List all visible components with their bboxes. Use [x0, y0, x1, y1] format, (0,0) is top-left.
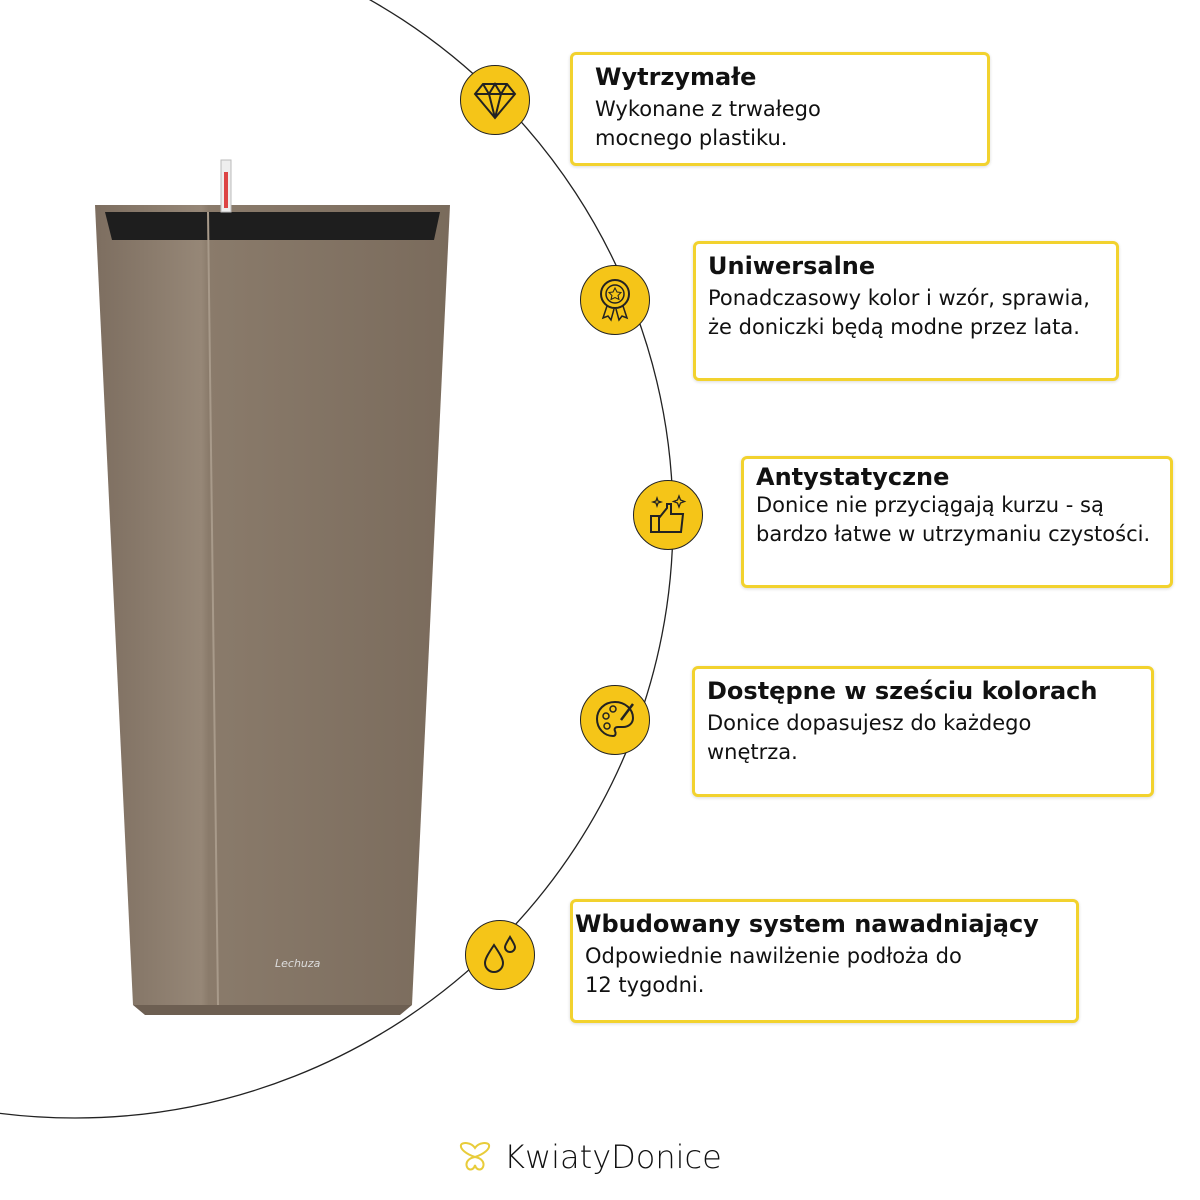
- feature-title: Antystatyczne: [756, 463, 950, 491]
- brand-name: KwiatyDonice: [504, 1138, 722, 1176]
- feature-title: Uniwersalne: [708, 252, 876, 280]
- butterfly-logo-icon: [459, 1142, 491, 1171]
- diamond-icon: [460, 65, 530, 135]
- feature-text: Ponadczasowy kolor i wzór, sprawia, że d…: [708, 286, 1090, 339]
- feature-card-durable: Wytrzymałe Wykonane z trwałego mocnego p…: [570, 52, 990, 166]
- feature-text: Wykonane z trwałego mocnego plastiku.: [595, 97, 821, 150]
- feature-text: Odpowiednie nawilżenie podłoża do 12 tyg…: [585, 944, 962, 997]
- feature-title: Wytrzymałe: [595, 63, 757, 91]
- planter-image: Lechuza: [95, 159, 450, 1015]
- svg-text:Lechuza: Lechuza: [275, 957, 321, 970]
- feature-card-antistatic: Antystatyczne Donice nie przyciągają kur…: [741, 456, 1173, 588]
- water-drops-icon: [465, 920, 535, 990]
- feature-card-universal: Uniwersalne Ponadczasowy kolor i wzór, s…: [693, 241, 1119, 381]
- feature-title: Dostępne w sześciu kolorach: [707, 677, 1098, 705]
- award-medal-icon: [580, 265, 650, 335]
- feature-card-irrigation: Wbudowany system nawadniający Odpowiedni…: [570, 899, 1079, 1023]
- feature-text: Donice nie przyciągają kurzu - są bardzo…: [756, 493, 1151, 546]
- feature-title: Wbudowany system nawadniający: [575, 910, 1039, 938]
- thumbs-up-sparkle-icon: [633, 480, 703, 550]
- feature-text: Donice dopasujesz do każdego wnętrza.: [707, 711, 1032, 764]
- palette-icon: [580, 685, 650, 755]
- brand-logo: KwiatyDonice: [458, 1138, 722, 1176]
- feature-card-colors: Dostępne w sześciu kolorach Donice dopas…: [692, 666, 1154, 797]
